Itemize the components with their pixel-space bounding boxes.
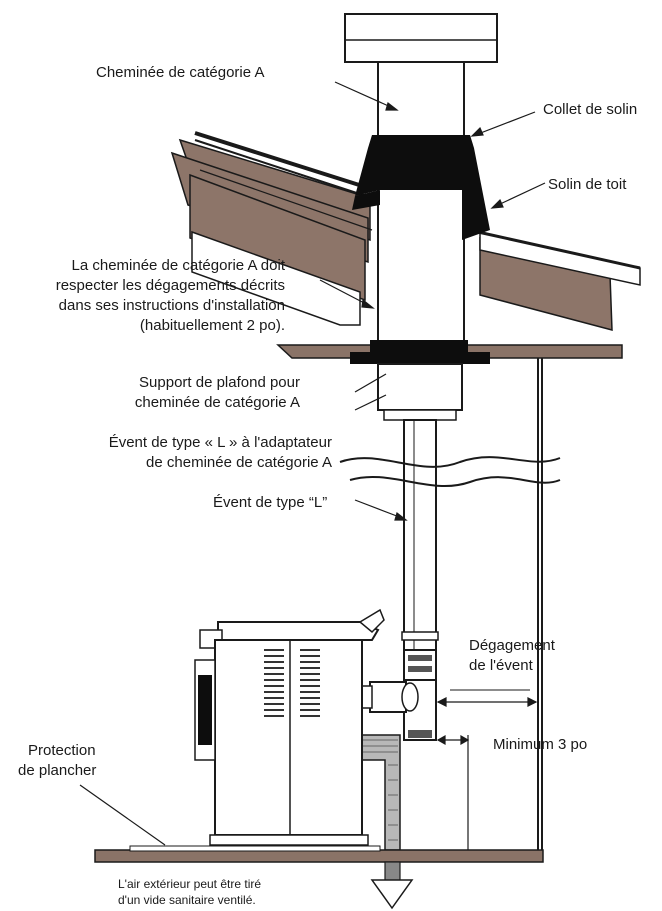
label-degagements-line1: La cheminée de catégorie A doit — [71, 257, 286, 274]
roof-flashing — [352, 148, 490, 240]
minimum-clearance-dimension — [436, 734, 470, 850]
ceiling — [276, 340, 623, 364]
label-event-type-l: Évent de type “L” — [213, 494, 328, 511]
label-cheminee-categorie-a: Cheminée de catégorie A — [96, 64, 265, 81]
crawlspace-intake — [370, 861, 414, 910]
chimney-cap — [344, 13, 498, 63]
label-adaptateur-line1: Évent de type « L » à l'adaptateur — [108, 434, 332, 451]
label-degagement-event-line1: Dégagement — [469, 637, 555, 654]
vent-clearance-dimension — [436, 689, 538, 707]
pellet-stove — [194, 608, 385, 851]
roof-left — [170, 131, 376, 326]
ceiling-support — [377, 363, 463, 421]
air-intake-duct — [356, 734, 401, 851]
label-solin-de-toit: Solin de toit — [548, 176, 627, 193]
label-air-exterieur-line1: L'air extérieur peut être tiré — [118, 877, 262, 891]
label-degagements-line4: (habituellement 2 po). — [139, 317, 285, 334]
label-support-plafond-line1: Support de plafond pour — [139, 374, 300, 391]
label-support-plafond-line2: cheminée de catégorie A — [134, 394, 300, 411]
label-minimum-3-po: Minimum 3 po — [493, 736, 588, 753]
leader-lines — [79, 81, 546, 846]
break-lines — [339, 456, 561, 487]
roof-right — [477, 230, 641, 331]
label-degagements-line2: respecter les dégagements décrits — [55, 277, 285, 294]
tee-connector — [361, 681, 419, 713]
floor — [94, 845, 544, 863]
label-adaptateur-line2: de cheminée de catégorie A — [146, 454, 332, 471]
label-air-exterieur-line2: d'un vide sanitaire ventilé. — [118, 893, 256, 907]
label-protection-line2: de plancher — [18, 762, 97, 779]
storm-collar — [368, 135, 474, 148]
right-wall — [537, 358, 543, 855]
label-degagements-line3: dans ses instructions d'installation — [58, 297, 285, 314]
label-collet-de-solin: Collet de solin — [543, 101, 638, 118]
chimney-pipe — [377, 61, 465, 346]
label-degagement-event-line2: de l'évent — [469, 657, 533, 674]
label-protection-line1: Protection — [28, 742, 96, 759]
